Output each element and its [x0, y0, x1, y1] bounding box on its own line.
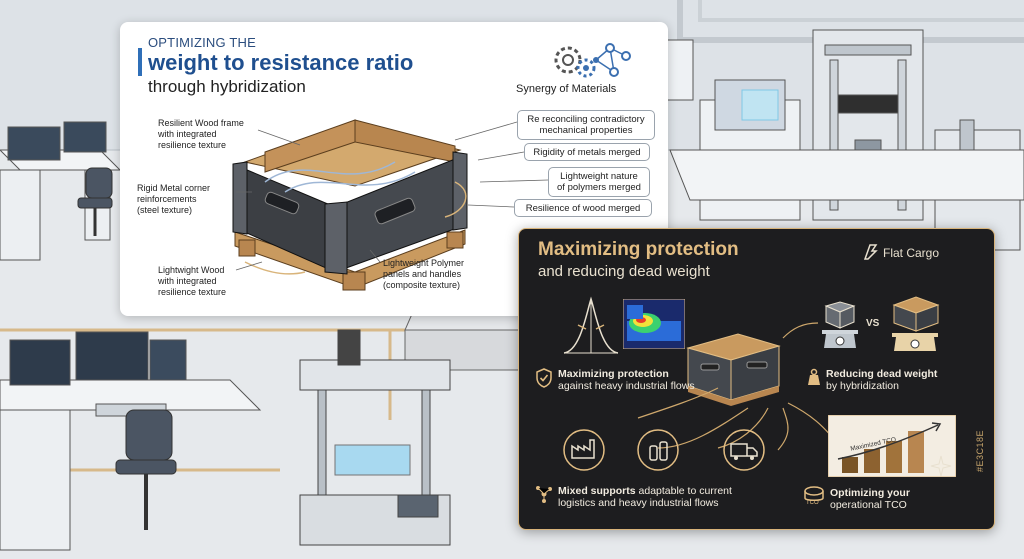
feature-protection: Maximizing protection against heavy indu… [558, 368, 695, 392]
crate-icon [686, 333, 781, 406]
synergy-item-wood: Resilience of wood merged [514, 199, 652, 217]
tco-growth-chart [828, 415, 956, 477]
gears-icon [554, 43, 631, 78]
label-metal-corner: Rigid Metal corner reinforcements (steel… [137, 183, 211, 215]
label-polymer: Lightweight Polymer panels and handles (… [383, 258, 465, 290]
crate-on-scale-left-icon [822, 301, 858, 348]
synergy-label: Synergy of Materials [516, 83, 617, 95]
network-nodes-icon [536, 486, 552, 503]
crate-on-scale-right-icon [892, 296, 940, 351]
versus-label: VS [866, 318, 880, 329]
whiteboard-title-line2: weight to resistance ratio [148, 50, 414, 75]
heatmap-simulation-icon [623, 299, 685, 349]
desk-workstation-bottom [0, 331, 262, 551]
panel-title-line2: and reducing dead weight [538, 263, 710, 280]
office-chair-top [77, 167, 113, 236]
tco-badge: TCO [806, 500, 819, 506]
feature-supports: Mixed supports adaptable to current logi… [558, 485, 732, 509]
factory-icon [563, 429, 605, 471]
title-accent-bar [138, 48, 142, 76]
panel-side-code: #E3C18E [975, 429, 985, 472]
truck-icon [723, 429, 765, 471]
office-chair-bottom [115, 409, 177, 530]
hologram-panel [741, 89, 779, 121]
synergy-item-polymers: Lightweight nature of polymers merged [548, 167, 650, 197]
sparkle-icon [930, 455, 952, 477]
synergy-item-metals: Rigidity of metals merged [524, 143, 650, 161]
compression-press-machine [299, 329, 451, 546]
lab-bench-right [669, 149, 1024, 201]
whiteboard-title-line3: through hybridization [148, 77, 306, 96]
feature-weight: Reducing dead weight by hybridization [826, 368, 938, 392]
synergy-item-reconciling: Re reconciling contradictory mechanical … [517, 110, 655, 140]
bottles-icon [637, 429, 679, 471]
flat-cargo-logo-icon [863, 244, 878, 260]
shield-check-icon [536, 368, 552, 388]
whiteboard-title-line1: OPTIMIZING THE [148, 35, 257, 50]
weight-icon [808, 368, 820, 385]
brand-name: Flat Cargo [883, 246, 940, 260]
feature-tco: Optimizing your operational TCO [830, 487, 910, 511]
hybrid-crate-illustration [232, 119, 468, 291]
label-light-wood: Lightwight Wood with integrated resilien… [158, 265, 227, 297]
label-wood-frame: Resilient Wood frame with integrated res… [158, 118, 244, 150]
tco-coin-icon [804, 486, 824, 501]
panel-title-line1: Maximizing protection [538, 239, 739, 260]
stress-distribution-icon [563, 296, 619, 354]
